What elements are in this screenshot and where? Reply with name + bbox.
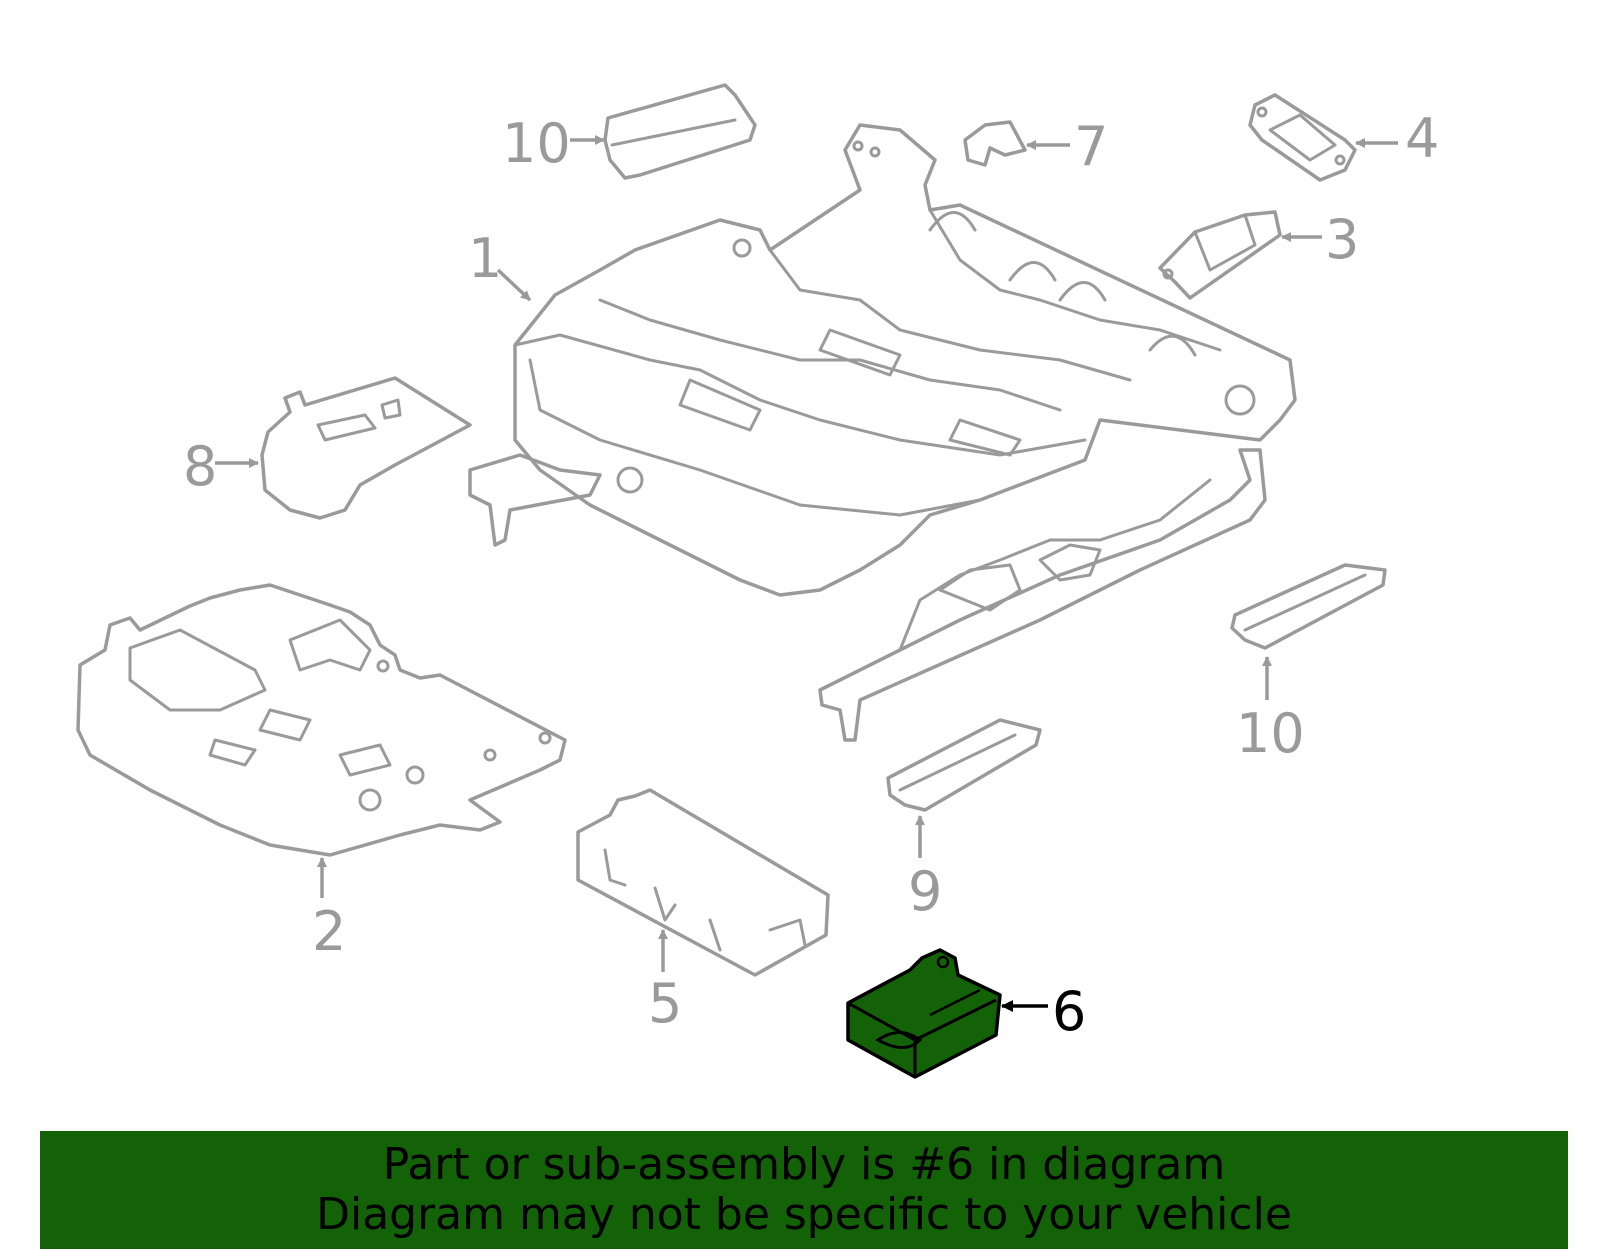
callout-label-5: 5 bbox=[648, 972, 682, 1035]
callout-label-7: 7 bbox=[1074, 115, 1108, 178]
callout-label-6: 6 bbox=[1052, 980, 1086, 1043]
bracket-part-4 bbox=[1248, 93, 1357, 182]
callout-label-8: 8 bbox=[183, 435, 217, 498]
seat-frame-part-1 bbox=[513, 123, 1297, 597]
rail-cover-part-9 bbox=[886, 718, 1042, 812]
module-part-5 bbox=[576, 788, 830, 977]
callout-label-3: 3 bbox=[1325, 208, 1359, 271]
rail-cover-part-10-right bbox=[1230, 563, 1387, 650]
callout-label-2: 2 bbox=[312, 900, 346, 963]
callout-label-10-top: 10 bbox=[502, 112, 571, 175]
rail-cover-part-10-top bbox=[603, 83, 757, 180]
banner-line-1: Part or sub-assembly is #6 in diagram bbox=[382, 1139, 1226, 1190]
callout-arrow-1 bbox=[496, 268, 532, 302]
module-part-6 bbox=[846, 948, 1002, 1079]
callout-label-9: 9 bbox=[908, 860, 942, 923]
bracket-part-3 bbox=[1158, 210, 1282, 300]
callout-label-10-right: 10 bbox=[1236, 702, 1305, 765]
callout-label-1: 1 bbox=[468, 227, 502, 290]
side-shield-part-2 bbox=[76, 583, 567, 857]
seat-track bbox=[468, 448, 1267, 742]
clip-part-7 bbox=[963, 120, 1027, 167]
trim-cover-part-8 bbox=[260, 376, 472, 520]
callout-label-4: 4 bbox=[1405, 107, 1439, 170]
info-banner: Part or sub-assembly is #6 in diagram Di… bbox=[40, 1131, 1568, 1249]
banner-line-2: Diagram may not be specific to your vehi… bbox=[316, 1189, 1292, 1240]
